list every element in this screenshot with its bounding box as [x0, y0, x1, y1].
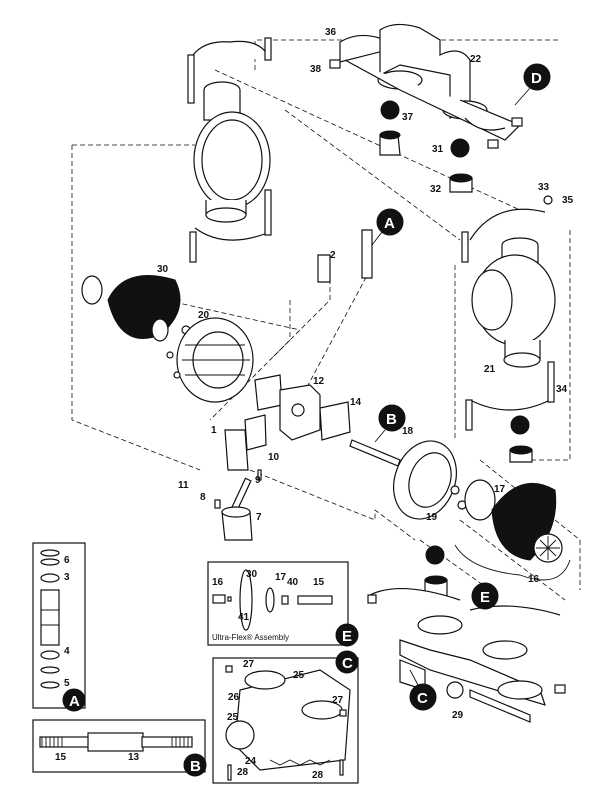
assembly-guide-lines: [71, 39, 581, 601]
left-outer-chamber: [187, 37, 272, 263]
diaphragm-shaft: [349, 439, 401, 467]
ultraflex-caption: Ultra-Flex® Assembly: [212, 633, 289, 642]
svg-text:E: E: [480, 589, 490, 606]
e-bracket: [454, 544, 571, 581]
svg-text:40: 40: [287, 577, 299, 588]
label-7: 7: [256, 512, 262, 523]
svg-text:16: 16: [212, 577, 224, 588]
label-20: 20: [198, 310, 210, 321]
label-9: 9: [255, 475, 261, 486]
svg-text:41: 41: [238, 612, 250, 623]
center-section: [214, 229, 373, 541]
inset-a: 6 3 4 5 A: [32, 542, 86, 712]
label-2: 2: [330, 250, 336, 261]
svg-text:C: C: [417, 690, 428, 707]
svg-text:25: 25: [293, 670, 305, 681]
svg-text:5: 5: [64, 678, 70, 689]
svg-text:17: 17: [275, 572, 287, 583]
left-diaphragm-group: [81, 275, 254, 403]
svg-text:15: 15: [313, 577, 325, 588]
inset-e: 16 30 17 40 15 41 Ultra-Flex® Assembly E: [207, 561, 359, 647]
label-36: 36: [325, 27, 337, 38]
svg-text:25: 25: [227, 712, 239, 723]
callout-d-main: D: [514, 63, 551, 106]
svg-text:E: E: [342, 628, 352, 645]
label-21: 21: [484, 364, 496, 375]
inset-b: 15 13 B: [32, 719, 207, 777]
svg-text:28: 28: [312, 770, 324, 781]
svg-text:4: 4: [64, 646, 70, 657]
callout-e-main: E: [471, 582, 499, 610]
label-35: 35: [562, 195, 574, 206]
callout-a-main: A: [371, 208, 404, 246]
label-17: 17: [494, 484, 506, 495]
svg-text:15: 15: [55, 752, 67, 763]
upper-check-valves: [379, 100, 473, 193]
svg-text:13: 13: [128, 752, 140, 763]
svg-text:30: 30: [246, 569, 258, 580]
label-19: 19: [426, 512, 438, 523]
label-8: 8: [200, 492, 206, 503]
label-37: 37: [402, 112, 414, 123]
label-30: 30: [157, 264, 169, 275]
svg-text:B: B: [386, 411, 397, 428]
label-34: 34: [556, 384, 568, 395]
callout-b-main: B: [374, 404, 406, 443]
svg-text:6: 6: [64, 555, 70, 566]
label-16: 16: [528, 574, 540, 585]
svg-text:D: D: [531, 70, 542, 87]
svg-text:24: 24: [245, 756, 257, 767]
svg-text:27: 27: [243, 659, 255, 670]
label-10: 10: [268, 452, 280, 463]
label-32: 32: [430, 184, 442, 195]
label-38: 38: [310, 64, 322, 75]
svg-text:27: 27: [332, 695, 344, 706]
svg-text:C: C: [342, 655, 353, 672]
svg-text:28: 28: [237, 767, 249, 778]
part-number-labels: 36 38 22 37 31 32 33 35 2 30 20 21 34 12…: [157, 27, 574, 721]
svg-text:B: B: [190, 758, 201, 775]
svg-text:3: 3: [64, 572, 70, 583]
right-diaphragm-group: [393, 440, 563, 563]
label-31: 31: [432, 144, 444, 155]
label-29: 29: [452, 710, 464, 721]
discharge-manifold: [329, 23, 523, 149]
label-22: 22: [470, 54, 482, 65]
svg-text:A: A: [384, 215, 395, 232]
label-14: 14: [350, 397, 362, 408]
inset-c: 27 25 27 26 25 24 28 28 C: [212, 650, 359, 784]
label-1: 1: [211, 425, 217, 436]
label-33: 33: [538, 182, 550, 193]
label-12: 12: [313, 376, 325, 387]
inlet-manifold: [367, 545, 566, 723]
right-outer-chamber: [461, 195, 556, 463]
label-11: 11: [178, 480, 189, 491]
svg-text:A: A: [69, 693, 80, 710]
label-18: 18: [402, 426, 414, 437]
callout-c-main: C: [409, 669, 437, 711]
svg-text:26: 26: [228, 692, 240, 703]
